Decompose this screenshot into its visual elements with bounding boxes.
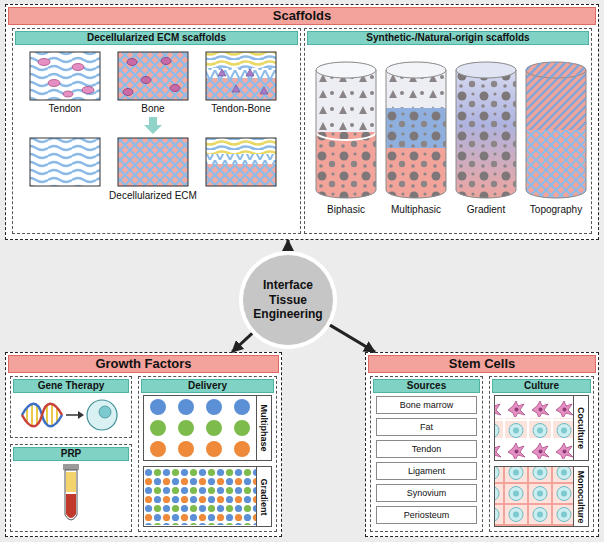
subsection-box: CultureCocultureMonoculture	[489, 376, 594, 532]
header-text: Scaffolds	[273, 8, 332, 23]
subsection-header: Sources	[373, 379, 480, 393]
vertical-label: Multiphase	[259, 404, 269, 451]
subsection-box: Gene Therapy	[10, 376, 132, 438]
item-text: Fat	[420, 422, 433, 432]
tendon-tile	[30, 52, 100, 100]
header-text: Decellularized ECM scaffolds	[87, 32, 226, 43]
culture-box: Monoculture	[494, 466, 589, 527]
header-text: Stem Cells	[449, 356, 515, 371]
biphasic-cylinder	[316, 60, 376, 202]
label-strip: Monoculture	[573, 467, 588, 526]
source-item: Bone marrow	[376, 396, 477, 414]
source-item: Fat	[376, 418, 477, 436]
delivery-box: Gradient	[143, 466, 272, 527]
section-header: Growth Factors	[8, 355, 279, 373]
section-header: Scaffolds	[8, 7, 596, 25]
item-text: Ligament	[408, 466, 445, 476]
topography-cylinder	[526, 60, 586, 202]
header-text: PRP	[61, 448, 82, 459]
item-text: Periosteum	[404, 510, 450, 520]
figure-label: Biphasic	[327, 204, 365, 215]
vertical-label: Gradient	[259, 478, 269, 515]
figure-label: Bone	[141, 103, 164, 114]
hub-text: Interface Tissue Engineering	[249, 278, 327, 321]
source-item: Ligament	[376, 462, 477, 480]
subsection-header: Synthetic-/Natural-origin scaffolds	[307, 31, 589, 45]
multiphasic-cylinder	[386, 60, 446, 202]
subsection-box: SourcesBone marrowFatTendonLigamentSynov…	[370, 376, 483, 532]
coculture-grid	[495, 397, 574, 459]
label-strip: Gradient	[256, 467, 271, 526]
subsection-header: Gene Therapy	[13, 379, 129, 393]
figure-label: Gradient	[467, 204, 505, 215]
subsection-box: Synthetic-/Natural-origin scaffolds	[304, 28, 592, 234]
tendon-bone-tile	[206, 52, 276, 100]
figure-label: Tendon-Bone	[211, 103, 271, 114]
item-text: Bone marrow	[400, 400, 454, 410]
header-text: Delivery	[188, 380, 227, 391]
section-panel: Stem CellsSourcesBone marrowFatTendonLig…	[365, 352, 599, 537]
process-arrow	[144, 117, 162, 134]
figure-label: Topography	[530, 204, 582, 215]
connector-arrow	[328, 324, 376, 352]
connector-arrow	[287, 240, 290, 254]
gradient-grid	[145, 468, 256, 525]
header-text: Synthetic-/Natural-origin scaffolds	[366, 32, 529, 43]
subsection-header: PRP	[13, 447, 129, 461]
subsection-box: DeliveryMultiphaseGradient	[138, 376, 277, 532]
subsection-header: Decellularized ECM scaffolds	[15, 31, 298, 45]
section-panel: Growth FactorsGene TherapyPRP DeliveryMul…	[5, 352, 282, 537]
monoculture-grid	[495, 467, 574, 526]
culture-box: Coculture	[494, 395, 589, 461]
header-text: Gene Therapy	[38, 380, 105, 391]
subsection-header: Culture	[492, 379, 591, 393]
figure-label: Decellularized ECM	[109, 190, 197, 201]
subsection-box: Decellularized ECM scaffolds	[12, 28, 301, 234]
figure-label: Multiphasic	[391, 204, 441, 215]
vertical-label: Coculture	[576, 407, 586, 449]
item-text: Tendon	[412, 444, 442, 454]
section-header: Stem Cells	[368, 355, 596, 373]
bone-tile	[118, 52, 188, 100]
header-text: Growth Factors	[95, 356, 191, 371]
header-text: Sources	[407, 380, 446, 391]
vertical-label: Monoculture	[576, 470, 586, 523]
gradient-cylinder	[456, 60, 516, 202]
label-strip: Multiphase	[256, 396, 271, 460]
subsection-box: PRP	[10, 444, 132, 532]
delivery-box: Multiphase	[143, 395, 272, 461]
item-text: Synovium	[407, 488, 447, 498]
decellularized-tiles	[30, 138, 276, 186]
header-text: Culture	[524, 380, 559, 391]
multiphase-grid	[150, 399, 250, 457]
source-item: Tendon	[376, 440, 477, 458]
source-item: Periosteum	[376, 506, 477, 524]
source-item: Synovium	[376, 484, 477, 502]
label-strip: Coculture	[573, 396, 588, 460]
section-panel: ScaffoldsDecellularized ECM scaffolds Syn…	[5, 4, 599, 240]
subsection-header: Delivery	[141, 379, 274, 393]
hub-circle: Interface Tissue Engineering	[242, 254, 334, 346]
dna-to-cell-icon	[22, 400, 117, 430]
figure-label: Tendon	[49, 103, 82, 114]
prp-tube-icon	[63, 464, 79, 520]
connector-arrow	[232, 331, 254, 352]
